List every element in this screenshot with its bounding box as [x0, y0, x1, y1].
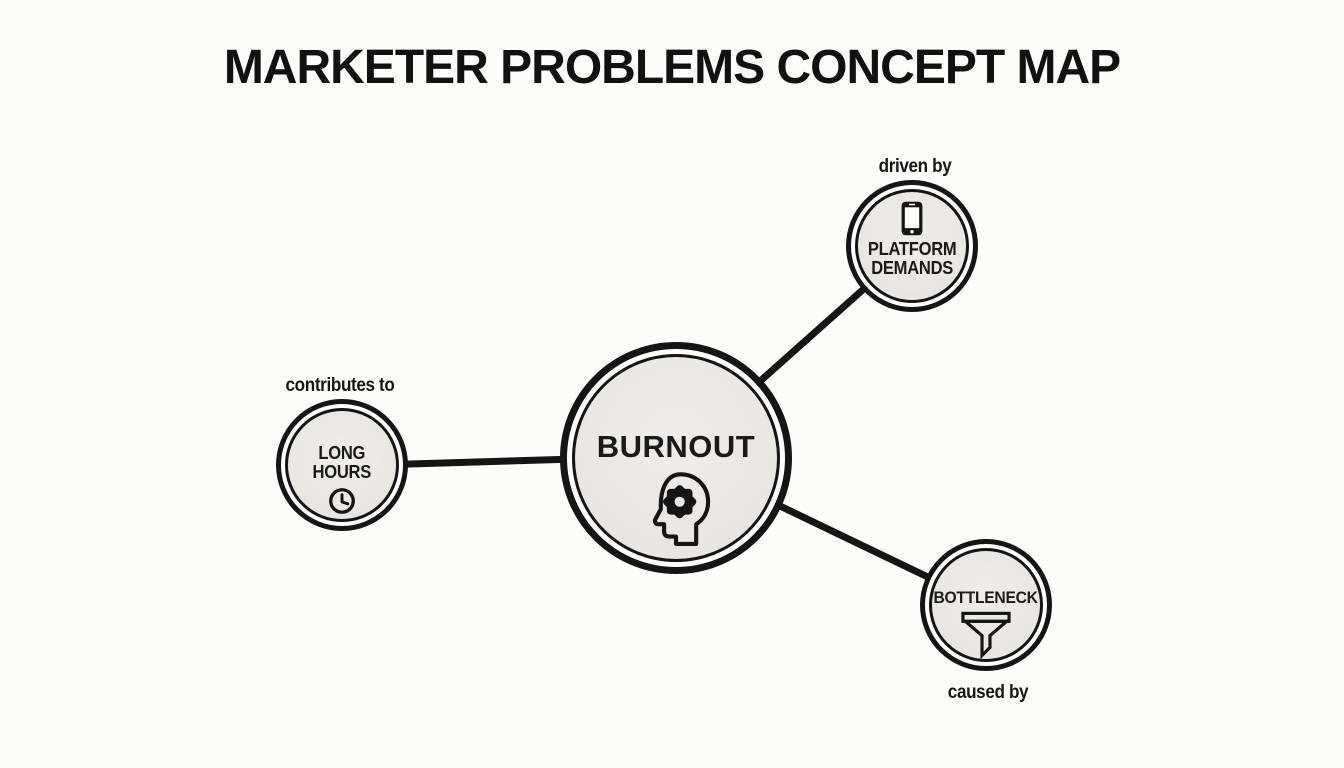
- node-burnout-label: BURNOUT: [596, 429, 756, 464]
- edge-label-contributes-to: contributes to: [285, 375, 395, 396]
- node-bottleneck-line1: BOTTLENECK: [933, 588, 1039, 607]
- funnel-icon: [961, 612, 1011, 659]
- node-long-hours-label: LONG HOURS: [312, 443, 372, 483]
- node-bottleneck-body: BOTTLENECK: [929, 548, 1043, 662]
- page-title: MARKETER PROBLEMS CONCEPT MAP: [223, 41, 1121, 94]
- node-bottleneck-label: BOTTLENECK: [933, 588, 1039, 607]
- node-platform-demands-body: PLATFORM DEMANDS: [855, 189, 969, 303]
- node-long-hours-line1: LONG: [318, 443, 366, 463]
- node-platform-demands: PLATFORM DEMANDS: [846, 180, 978, 312]
- node-platform-demands-line2: DEMANDS: [871, 258, 953, 279]
- node-long-hours: LONG HOURS: [276, 399, 408, 531]
- clock-icon: [329, 487, 355, 514]
- head-with-gear-icon: [652, 472, 711, 546]
- node-burnout-body: BURNOUT: [572, 354, 780, 562]
- smartphone-icon: [901, 201, 923, 236]
- edge-label-caused-by: caused by: [947, 682, 1029, 703]
- node-burnout: BURNOUT: [560, 342, 792, 574]
- node-platform-demands-label: PLATFORM DEMANDS: [867, 239, 957, 279]
- node-long-hours-body: LONG HOURS: [285, 408, 399, 522]
- node-bottleneck: BOTTLENECK: [920, 539, 1052, 671]
- node-long-hours-line2: HOURS: [312, 462, 372, 483]
- node-platform-demands-line1: PLATFORM: [867, 239, 957, 259]
- edge-label-driven-by: driven by: [878, 156, 952, 177]
